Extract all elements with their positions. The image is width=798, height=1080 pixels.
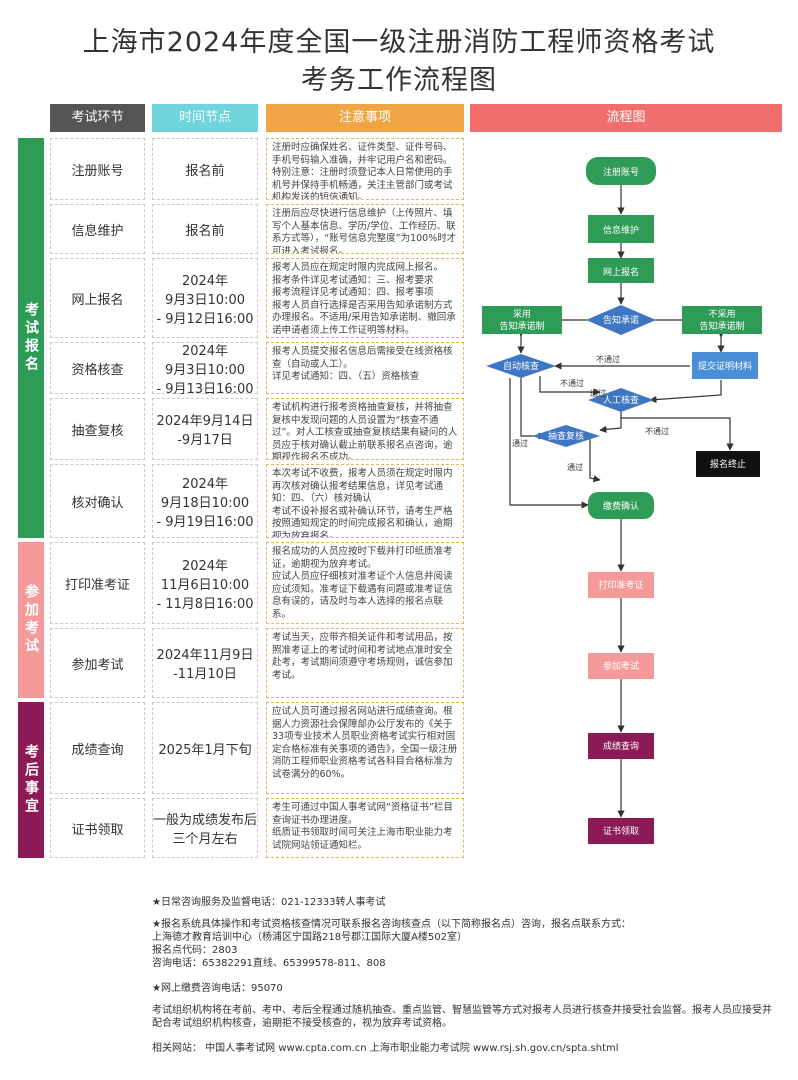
flow-label-noadopt-1: 不采用 xyxy=(708,309,735,320)
step-cell: 注册账号 xyxy=(50,138,145,200)
header-step: 考试环节 xyxy=(50,104,145,132)
time-cell: 2024年9月14日 -9月17日 xyxy=(152,398,258,460)
flow-label-noadopt-2: 告知承诺制 xyxy=(699,320,744,332)
note-cell: 应试人员可通过报名网站进行成绩查询。根据人力资源社会保障部办公厅发布的《关于33… xyxy=(266,702,464,794)
note-cell: 报考人员应在规定时限内完成网上报名。 报考条件详见考试通知：三、报考要求 报考流… xyxy=(266,258,464,338)
step-cell: 成绩查询 xyxy=(50,702,145,794)
flow-node-apply xyxy=(588,258,654,283)
step-cell: 抽查复核 xyxy=(50,398,145,460)
time-cell: 2024年 9月18日10:00 - 9月19日16:00 xyxy=(152,464,258,538)
edge-label-pass: 通过 xyxy=(567,462,583,472)
time-cell: 2024年 9月3日10:00 - 9月13日16:00 xyxy=(152,342,258,397)
flow-label-spot: 抽查复核 xyxy=(548,430,584,442)
flow-node-adopt xyxy=(482,306,562,334)
time-cell: 2024年11月9日 -11月10日 xyxy=(152,628,258,698)
header-time: 时间节点 xyxy=(152,104,258,132)
time-cell: 2024年 11月6日10:00 - 11月8日16:00 xyxy=(152,542,258,624)
page-title: 上海市2024年度全国一级注册消防工程师资格考试 xyxy=(82,27,716,58)
flow-label-register: 注册账号 xyxy=(603,166,639,178)
footer-payment-hotline: ★网上缴费咨询电话：95070 xyxy=(152,983,283,994)
time-cell: 报名前 xyxy=(152,138,258,200)
step-cell: 打印准考证 xyxy=(50,542,145,624)
footer-hotline: ★日常咨询服务及监督电话：021-12333转人事考试 xyxy=(152,897,386,908)
footer-supervision-note: 考试组织机构将在考前、考中、考后全程通过随机抽查、重点监管、智慧监管等方式对报考… xyxy=(152,1005,772,1029)
flow-node-register xyxy=(586,157,656,185)
flow-node-print xyxy=(588,572,654,598)
flow-node-confirm xyxy=(588,492,654,519)
phase-exam: 参加考试 xyxy=(18,542,44,698)
edge-label-pass: 通过 xyxy=(590,388,606,398)
note-cell: 考试当天，应带齐相关证件和考试用品，按照准考证上的考试时间和考试地点准时安全赴考… xyxy=(266,628,464,698)
time-cell: 一般为成绩发布后 三个月左右 xyxy=(152,798,258,858)
page-subtitle: 考务工作流程图 xyxy=(301,65,497,96)
phase-after-exam: 考后事宜 xyxy=(18,702,44,858)
flow-label-submit: 提交证明材料 xyxy=(698,360,752,372)
flow-node-auto xyxy=(486,354,556,378)
flow-node-exam xyxy=(588,653,654,679)
flow-node-score xyxy=(588,733,654,759)
edge-label-fail: 不通过 xyxy=(596,354,620,364)
header-flow: 流程图 xyxy=(470,104,782,132)
note-cell: 考生可通过中国人事考试网“资格证书”栏目查询证书办理进度。 纸质证书领取时间可关… xyxy=(266,798,464,858)
time-cell: 2024年 9月3日10:00 - 9月12日16:00 xyxy=(152,258,258,338)
flow-label-terminate: 报名终止 xyxy=(710,458,746,470)
step-cell: 资格核查 xyxy=(50,342,145,394)
header-notes: 注意事项 xyxy=(266,104,464,132)
time-cell: 2025年1月下旬 xyxy=(152,702,258,794)
flow-node-terminate xyxy=(696,451,760,477)
flow-label-manual: 人工核查 xyxy=(603,394,639,406)
flow-label-info: 信息维护 xyxy=(603,224,639,236)
edge-label-fail: 不通过 xyxy=(560,378,584,388)
flow-label-promise: 告知承诺 xyxy=(603,314,639,326)
step-cell: 参加考试 xyxy=(50,628,145,698)
note-cell: 报考人员提交报名信息后需接受在线资格核查（自动或人工）。 详见考试通知：四、（五… xyxy=(266,342,464,394)
flow-node-spot xyxy=(532,425,600,447)
flow-node-cert xyxy=(588,818,654,844)
note-cell: 注册时应确保姓名、证件类型、证件号码、手机号码输入准确，并牢记用户名和密码。 特… xyxy=(266,138,464,200)
flow-label-auto: 自动核查 xyxy=(503,360,539,372)
step-cell: 核对确认 xyxy=(50,464,145,538)
flow-node-submit xyxy=(692,352,758,379)
flow-node-info xyxy=(588,215,654,243)
flow-label-cert: 证书领取 xyxy=(603,825,639,837)
step-cell: 证书领取 xyxy=(50,798,145,858)
phase-registration: 考试报名 xyxy=(18,138,44,538)
step-cell: 网上报名 xyxy=(50,258,145,338)
flow-label-confirm: 缴费确认 xyxy=(603,500,639,512)
step-cell: 信息维护 xyxy=(50,204,145,254)
edge-label-pass: 通过 xyxy=(512,438,528,448)
note-cell: 考试机构进行报考资格抽查复核，并将抽查复核中发现问题的人员设置为“核查不通过”。… xyxy=(266,398,464,460)
flow-node-noadopt xyxy=(682,306,762,334)
flow-node-manual xyxy=(588,388,654,412)
flow-label-exam: 参加考试 xyxy=(603,660,639,672)
flow-label-adopt-1: 采用 xyxy=(513,309,531,320)
footer-websites: 相关网站： 中国人事考试网 www.cpta.com.cn 上海市职业能力考试院… xyxy=(152,1043,619,1054)
note-cell: 注册后应尽快进行信息维护（上传照片、填写个人基本信息、学历/学位、工作经历、联系… xyxy=(266,204,464,254)
flow-label-adopt-2: 告知承诺制 xyxy=(499,320,544,332)
edge-label-fail: 不通过 xyxy=(645,426,669,436)
footer-registration-contact: ★报名系统具体操作和考试资格核查情况可联系报名咨询核查点（以下简称报名点）咨询，… xyxy=(152,919,631,969)
time-cell: 报名前 xyxy=(152,204,258,254)
flow-label-print: 打印准考证 xyxy=(598,579,643,591)
flow-label-apply: 网上报名 xyxy=(603,266,639,278)
note-cell: 报名成功的人员应按时下载并打印纸质准考证，逾期视为放弃考试。 应试人员应仔细核对… xyxy=(266,542,464,624)
note-cell: 本次考试不收费，报考人员须在规定时限内再次核对确认报考结果信息，详见考试通知：四… xyxy=(266,464,464,538)
flow-node-promise xyxy=(586,305,656,335)
flow-label-score: 成绩查询 xyxy=(603,740,639,752)
